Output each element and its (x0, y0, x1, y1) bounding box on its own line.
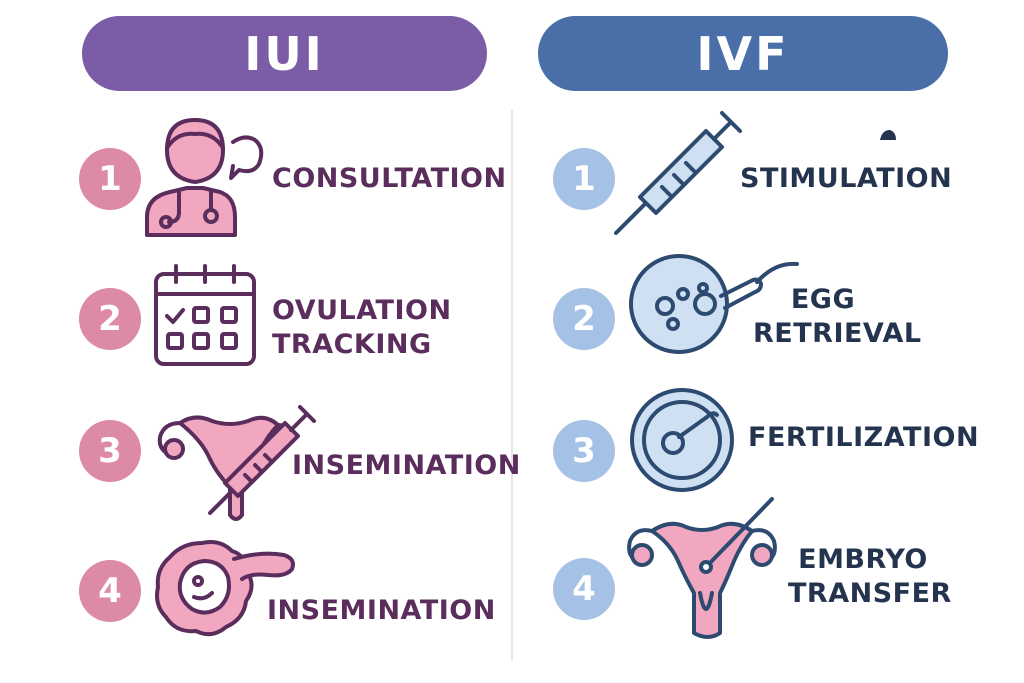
ivf-header: IVF (538, 16, 948, 91)
egg-retrieval-icon (629, 254, 799, 354)
ivf-step-2-label-line1: EGG (790, 284, 856, 315)
iui-step-2-number: 2 (98, 299, 122, 339)
iui-header: IUI (82, 16, 487, 91)
ivf-step-1-number: 1 (572, 159, 596, 199)
calendar-icon (154, 264, 256, 366)
ivf-step-2-number: 2 (572, 299, 596, 339)
iui-title: IUI (244, 26, 325, 81)
iui-step-3-number: 3 (98, 431, 122, 471)
ivf-step-4-badge: 4 (553, 558, 615, 620)
doctor-icon (145, 118, 264, 237)
ivf-step-1-badge: 1 (553, 148, 615, 210)
iui-step-4-badge: 4 (79, 560, 141, 622)
fertilization-icon (630, 388, 734, 492)
droplet-icon (880, 130, 896, 140)
uterus-transfer-icon (627, 497, 777, 639)
iui-step-1-label: CONSULTATION (272, 163, 507, 194)
ivf-title: IVF (696, 26, 790, 81)
iui-step-1-badge: 1 (79, 148, 141, 210)
iui-step-4-number: 4 (98, 571, 122, 611)
column-divider (511, 110, 513, 660)
uterus-syringe-icon (157, 405, 316, 521)
ivf-step-3-badge: 3 (553, 420, 615, 482)
iui-step-2-label-line2: TRACKING (272, 329, 432, 360)
ivf-step-2-badge: 2 (553, 288, 615, 350)
iui-step-2-label: OVULATION TRACKING (272, 294, 452, 362)
ivf-step-1-label: STIMULATION (740, 163, 953, 194)
iui-step-2-label-line1: OVULATION (272, 295, 452, 326)
ivf-step-3-label: FERTILIZATION (748, 422, 980, 453)
ivf-step-4-label-line2: TRANSFER (788, 578, 952, 609)
ivf-step-4-label: EMBRYO TRANSFER (788, 543, 952, 611)
iui-step-3-badge: 3 (79, 420, 141, 482)
ivf-step-4-number: 4 (572, 569, 596, 609)
syringe-icon (614, 111, 742, 235)
iui-step-4-label: INSEMINATION (267, 595, 496, 626)
iui-step-1-number: 1 (98, 159, 122, 199)
cell-icon (155, 540, 295, 637)
iui-step-2-badge: 2 (79, 288, 141, 350)
ivf-step-2-label-line2: RETRIEVAL (753, 318, 922, 349)
ivf-step-2-label: EGG RETRIEVAL (753, 283, 921, 351)
ivf-step-3-number: 3 (572, 431, 596, 471)
iui-step-3-label: INSEMINATION (292, 450, 521, 481)
ivf-step-4-label-line1: EMBRYO (798, 544, 928, 575)
